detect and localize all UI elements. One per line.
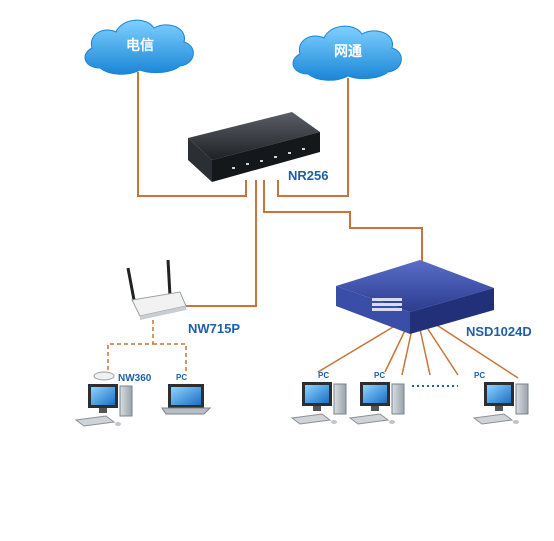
wireless-router-label: NW715P bbox=[188, 321, 240, 336]
keyboard bbox=[74, 415, 116, 427]
antenna-right bbox=[166, 259, 172, 297]
pc-nw360: NW360 bbox=[74, 371, 152, 427]
keyboard bbox=[348, 413, 390, 425]
wireless-links bbox=[107, 320, 187, 372]
router-front bbox=[212, 132, 320, 182]
switch-label: NSD1024D bbox=[466, 324, 532, 339]
wireless-link-pc bbox=[153, 343, 187, 372]
monitor-screen bbox=[363, 385, 387, 403]
cloud-icon bbox=[292, 25, 402, 81]
switch-pc-2: PC bbox=[348, 371, 405, 425]
monitor-screen bbox=[91, 387, 115, 405]
monitor-screen bbox=[305, 385, 329, 403]
pc-tower bbox=[515, 383, 529, 415]
link-switch-pc-5 bbox=[421, 319, 459, 376]
switch-pc-1: PC bbox=[290, 371, 347, 425]
cloud-netcom: 网通 bbox=[292, 25, 402, 81]
cable-router-wireless bbox=[186, 180, 257, 307]
laptop-base bbox=[161, 407, 212, 415]
cables bbox=[137, 72, 423, 307]
switch-pc-3-label: PC bbox=[474, 371, 485, 380]
mouse bbox=[115, 422, 121, 426]
mouse bbox=[513, 420, 519, 424]
switch-pc-3: PC bbox=[472, 371, 529, 425]
switch-nsd1024d: NSD1024D bbox=[336, 260, 532, 339]
monitor-stand bbox=[99, 408, 107, 413]
cable-router-switch bbox=[263, 180, 423, 262]
router-top bbox=[188, 112, 320, 160]
wireless-router-base bbox=[140, 306, 186, 320]
monitor-stand bbox=[313, 406, 321, 411]
switch-pc-1-label: PC bbox=[318, 371, 329, 380]
cable-netcom-router bbox=[277, 78, 349, 197]
switch-pc-2-label: PC bbox=[374, 371, 385, 380]
laptop-screen bbox=[171, 387, 201, 405]
cloud-telecom-label: 电信 bbox=[126, 37, 154, 54]
switch-side bbox=[410, 288, 494, 334]
router-side bbox=[188, 138, 212, 182]
link-switch-pc-6 bbox=[425, 317, 519, 379]
wireless-router-nw715p: NW715P bbox=[126, 259, 240, 336]
pc-tower bbox=[119, 385, 133, 417]
monitor-stand bbox=[371, 406, 379, 411]
antenna-left bbox=[126, 267, 136, 301]
pc-laptop: PC bbox=[161, 373, 212, 415]
wireless-link-nw360 bbox=[107, 320, 154, 372]
pc-tower bbox=[391, 383, 405, 415]
cloud-telecom: 电信 bbox=[84, 19, 194, 75]
mouse bbox=[389, 420, 395, 424]
monitor-screen bbox=[487, 385, 511, 403]
router-nr256: NR256 bbox=[188, 112, 328, 183]
mouse bbox=[331, 420, 337, 424]
router-leds bbox=[232, 148, 305, 169]
switch-ports bbox=[372, 298, 402, 311]
router-label: NR256 bbox=[288, 168, 328, 183]
keyboard bbox=[472, 413, 514, 425]
pc-tower bbox=[333, 383, 347, 415]
laptop-label: PC bbox=[176, 373, 187, 382]
adapter-label: NW360 bbox=[118, 373, 152, 384]
keyboard bbox=[290, 413, 332, 425]
monitor-stand bbox=[495, 406, 503, 411]
cloud-icon bbox=[84, 19, 194, 75]
cable-telecom-router bbox=[137, 72, 247, 197]
cloud-netcom-label: 网通 bbox=[334, 44, 362, 60]
usb-adapter bbox=[93, 371, 115, 381]
